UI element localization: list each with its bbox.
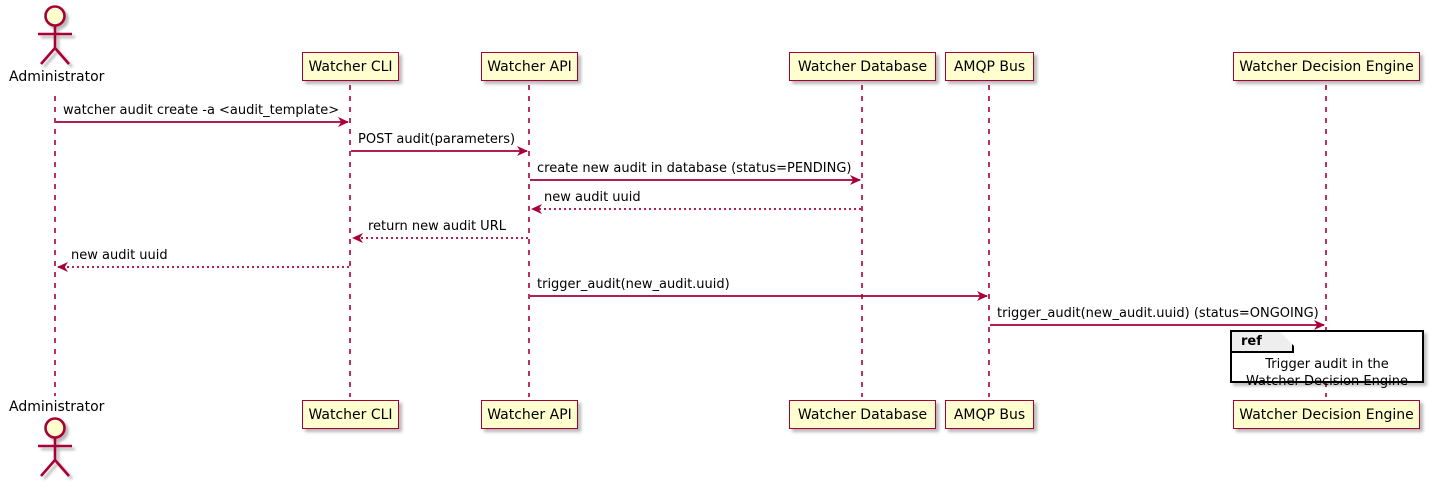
message-label-watcher-audit-create: watcher audit create -a <audit_template> <box>63 104 339 117</box>
ref-fragment-line-1: Trigger audit in the <box>1265 357 1389 372</box>
participant-label: Watcher CLI <box>308 406 393 423</box>
message-label-new-audit-uuid-db: new audit uuid <box>544 191 641 204</box>
participant-label: Watcher Decision Engine <box>1239 58 1414 75</box>
message-label-create-new-audit: create new audit in database (status=PEN… <box>537 162 852 175</box>
message-text: trigger_audit(new_audit.uuid) (status=ON… <box>997 306 1319 321</box>
message-text: watcher audit create -a <audit_template> <box>63 103 340 118</box>
participant-box-amqp-bus-bottom[interactable]: AMQP Bus <box>945 400 1034 429</box>
participant-label: Watcher API <box>487 58 572 75</box>
participant-label: Watcher Database <box>797 58 928 75</box>
lifelines <box>54 85 1327 397</box>
message-label-post-audit: POST audit(parameters) <box>358 133 515 146</box>
ref-fragment-body: Trigger audit in the Watcher Decision En… <box>1232 356 1422 391</box>
participant-box-amqp-bus-top[interactable]: AMQP Bus <box>945 52 1034 81</box>
participant-box-watcher-cli-top[interactable]: Watcher CLI <box>302 52 399 81</box>
participant-label: Watcher Database <box>797 406 928 423</box>
participant-box-watcher-cli-bottom[interactable]: Watcher CLI <box>302 400 399 429</box>
ref-fragment-line-2: Watcher Decision Engine <box>1246 374 1408 390</box>
message-label-trigger-audit-ongoing: trigger_audit(new_audit.uuid) (status=ON… <box>997 307 1319 320</box>
participant-label: Watcher API <box>487 406 572 423</box>
message-text: POST audit(parameters) <box>358 132 516 147</box>
message-label-return-new-audit-url: return new audit URL <box>368 220 506 233</box>
actor-name: Administrator <box>9 399 105 415</box>
participant-label: AMQP Bus <box>953 406 1026 423</box>
ref-fragment[interactable]: ref Trigger audit in the Watcher Decisio… <box>1230 330 1424 389</box>
actor-administrator-top-figure <box>38 5 72 65</box>
actor-label-administrator-bottom: Administrator <box>9 400 104 414</box>
actor-administrator-bottom-figure <box>38 417 72 477</box>
participant-label: Watcher CLI <box>308 58 393 75</box>
participant-label: AMQP Bus <box>953 58 1026 75</box>
participant-box-watcher-decision-engine-top[interactable]: Watcher Decision Engine <box>1233 52 1420 81</box>
participant-box-watcher-database-bottom[interactable]: Watcher Database <box>789 400 936 429</box>
message-label-trigger-audit: trigger_audit(new_audit.uuid) <box>537 278 730 291</box>
message-label-new-audit-uuid-cli: new audit uuid <box>71 249 168 262</box>
participant-box-watcher-decision-engine-bottom[interactable]: Watcher Decision Engine <box>1233 400 1420 429</box>
message-text: new audit uuid <box>71 248 168 263</box>
message-text: new audit uuid <box>544 190 641 205</box>
message-text: create new audit in database (status=PEN… <box>537 161 852 176</box>
message-text: return new audit URL <box>368 219 506 234</box>
participant-box-watcher-database-top[interactable]: Watcher Database <box>789 52 936 81</box>
message-arrows <box>56 117 1325 330</box>
message-text: trigger_audit(new_audit.uuid) <box>537 277 730 292</box>
participant-box-watcher-api-bottom[interactable]: Watcher API <box>481 400 578 429</box>
participant-label: Watcher Decision Engine <box>1239 406 1414 423</box>
actor-label-administrator-top: Administrator <box>9 70 104 84</box>
ref-fragment-keyword: ref <box>1241 334 1262 349</box>
actor-name: Administrator <box>9 69 105 85</box>
participant-box-watcher-api-top[interactable]: Watcher API <box>481 52 578 81</box>
